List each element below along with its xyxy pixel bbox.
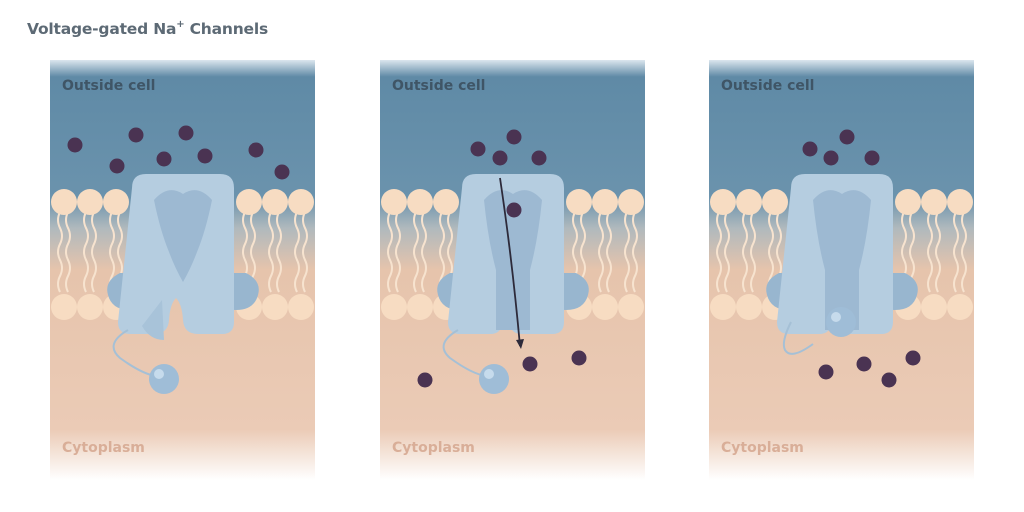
sodium-channel (437, 174, 589, 334)
sodium-ion (156, 151, 172, 167)
lipid-bilayer-right (566, 189, 644, 320)
panel-open: Outside cell Cytoplasm (380, 60, 645, 480)
panel-closed: Outside cell Cytoplasm (50, 60, 315, 480)
sodium-ion (839, 129, 855, 145)
title-rest: Channels (184, 20, 269, 39)
sodium-ion (178, 125, 194, 141)
sodium-ion (128, 127, 144, 143)
sodium-ion (506, 129, 522, 145)
panel-inactivated: Outside cell Cytoplasm (709, 60, 974, 480)
panel-open-illustration (380, 60, 645, 480)
ion-flow-arrow (499, 177, 524, 349)
outside-cell-label: Outside cell (392, 78, 486, 94)
sodium-ion (864, 150, 880, 166)
sodium-ion (531, 150, 547, 166)
sodium-ions (67, 125, 290, 180)
cytoplasm-label: Cytoplasm (62, 440, 145, 456)
cytoplasm-label: Cytoplasm (721, 440, 804, 456)
outside-cell-label: Outside cell (721, 78, 815, 94)
inactivation-gate (112, 329, 179, 394)
sodium-ion (818, 364, 834, 380)
inactivation-gate (442, 329, 509, 394)
sodium-ion (274, 164, 290, 180)
sodium-channel (766, 174, 918, 334)
title-main: Voltage-gated Na (27, 20, 177, 39)
sodium-ion (506, 202, 522, 218)
sodium-ion (802, 141, 818, 157)
lipid-bilayer-left (51, 189, 129, 320)
cytoplasm-label: Cytoplasm (392, 440, 475, 456)
sodium-ion (522, 356, 538, 372)
sodium-ion (856, 356, 872, 372)
sodium-ion (492, 150, 508, 166)
title-superscript: + (176, 19, 185, 30)
sodium-ion (67, 137, 83, 153)
panel-closed-illustration (50, 60, 315, 480)
diagram-title: Voltage-gated Na+ Channels (27, 19, 269, 39)
sodium-ion (470, 141, 486, 157)
sodium-ion (417, 372, 433, 388)
sodium-ion (248, 142, 264, 158)
panel-inactivated-illustration (709, 60, 974, 480)
sodium-ion (197, 148, 213, 164)
lipid-bilayer-left (710, 189, 788, 320)
lipid-bilayer-left (381, 189, 459, 320)
sodium-ions (802, 129, 921, 388)
outside-cell-label: Outside cell (62, 78, 156, 94)
sodium-ions (417, 129, 587, 388)
sodium-ion (881, 372, 897, 388)
sodium-ion (823, 150, 839, 166)
sodium-ion (109, 158, 125, 174)
inactivation-gate (782, 307, 856, 355)
sodium-channel (107, 174, 259, 340)
sodium-ion (571, 350, 587, 366)
sodium-ion (905, 350, 921, 366)
